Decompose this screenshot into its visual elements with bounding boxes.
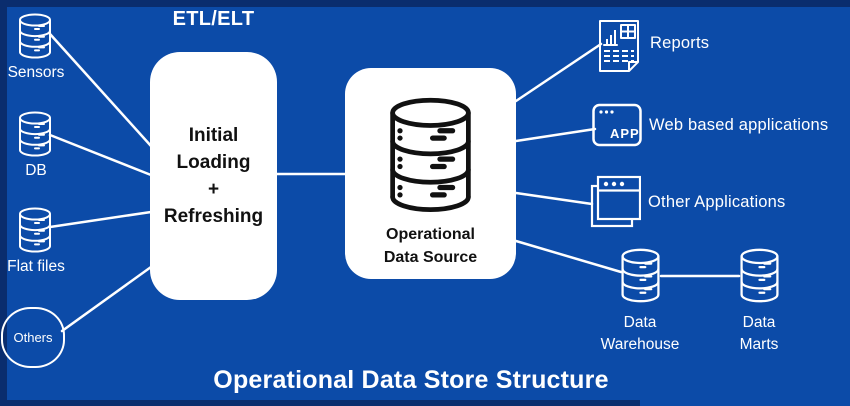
etl-line-1: Initial <box>188 125 239 146</box>
flat-files-database-icon <box>17 207 53 253</box>
etl-line-4: Refreshing <box>163 206 264 227</box>
etl-heading: ETL/ELT <box>172 8 255 30</box>
other-apps-label: Other Applications <box>648 193 786 211</box>
data-warehouse-label-line1: Data <box>623 314 657 331</box>
data-warehouse-label-line2: Warehouse <box>600 336 680 353</box>
ods-label: Operational Data Source <box>345 223 516 269</box>
page-title: Operational Data Store Structure <box>213 366 609 394</box>
ods-label-line1: Operational <box>386 226 475 243</box>
data-warehouse-database-icon <box>619 248 662 303</box>
ods-box: Operational Data Source <box>345 68 516 279</box>
sensors-database-icon <box>17 13 53 59</box>
data-marts-label-line2: Marts <box>739 336 779 353</box>
etl-box: Initial Loading + Refreshing <box>150 52 277 300</box>
data-marts-database-icon <box>738 248 781 303</box>
frame-strip-top <box>0 0 850 7</box>
app-window-icon: APP <box>592 102 642 148</box>
report-document-icon <box>590 18 646 72</box>
db-label: DB <box>25 162 47 179</box>
app-icon-text: APP <box>610 126 640 141</box>
db-database-icon <box>17 111 53 157</box>
others-label: Others <box>13 330 53 345</box>
flat-files-label: Flat files <box>7 258 65 275</box>
data-marts-label-line1: Data <box>742 314 776 331</box>
frame-strip-bottom <box>0 400 640 406</box>
data-marts-label: Data Marts <box>703 312 815 356</box>
reports-label: Reports <box>650 34 710 52</box>
etl-line-3: + <box>207 179 220 200</box>
etl-box-text: Initial Loading + Refreshing <box>164 122 263 230</box>
web-apps-label: Web based applications <box>649 116 829 134</box>
frame-strip-left <box>0 0 7 406</box>
ods-label-line2: Data Source <box>383 249 478 266</box>
sensors-label: Sensors <box>7 64 65 81</box>
data-warehouse-label: Data Warehouse <box>584 312 696 356</box>
etl-line-2: Loading <box>176 152 251 173</box>
others-circle: Others <box>1 307 65 368</box>
overlapping-windows-icon <box>589 174 641 228</box>
ods-database-icon <box>383 96 478 218</box>
